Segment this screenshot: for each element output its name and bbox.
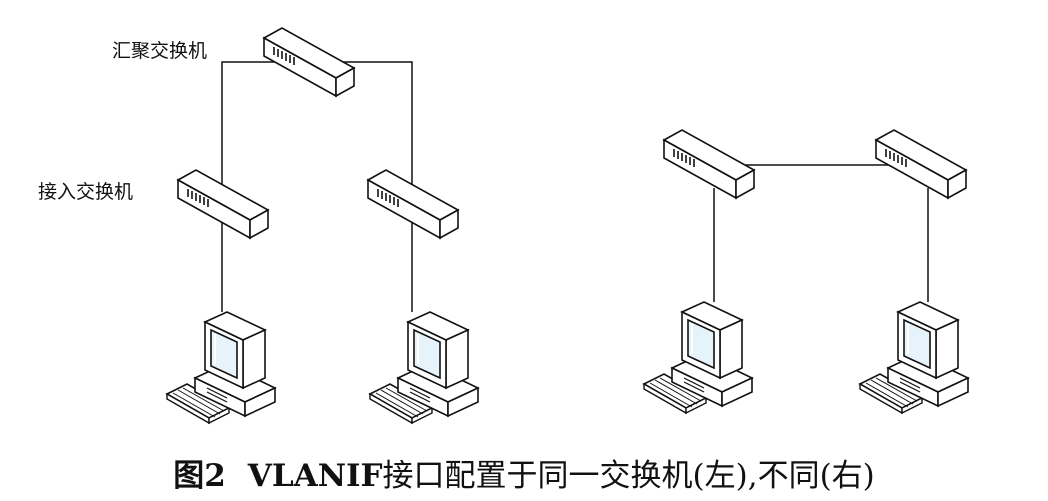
computer-left-1-icon	[166, 311, 276, 424]
access-switch-label: 接入交换机	[38, 181, 134, 203]
computer-right-2-icon	[859, 301, 969, 414]
access-switch-right-icon	[367, 169, 459, 239]
computer-right-1-icon	[643, 301, 753, 414]
switch-right-a-icon	[663, 129, 755, 199]
figure-caption: 图2 VLANIF接口配置于同一交换机(左),不同(右)	[0, 450, 1048, 495]
aggregation-switch-label: 汇聚交换机	[112, 40, 208, 62]
figure-number: 图2	[173, 458, 226, 494]
right-connections	[713, 164, 929, 302]
switch-right-b-icon	[875, 129, 967, 199]
left-diagram	[166, 27, 479, 424]
computer-left-2-icon	[369, 311, 479, 424]
caption-vlanif: VLANIF	[247, 458, 383, 494]
aggregation-switch-icon	[263, 27, 355, 97]
access-switch-left-icon	[177, 169, 269, 239]
agg-to-access-left-link	[221, 61, 300, 190]
right-diagram	[643, 129, 969, 414]
caption-text: 接口配置于同一交换机(左),不同(右)	[382, 458, 875, 494]
